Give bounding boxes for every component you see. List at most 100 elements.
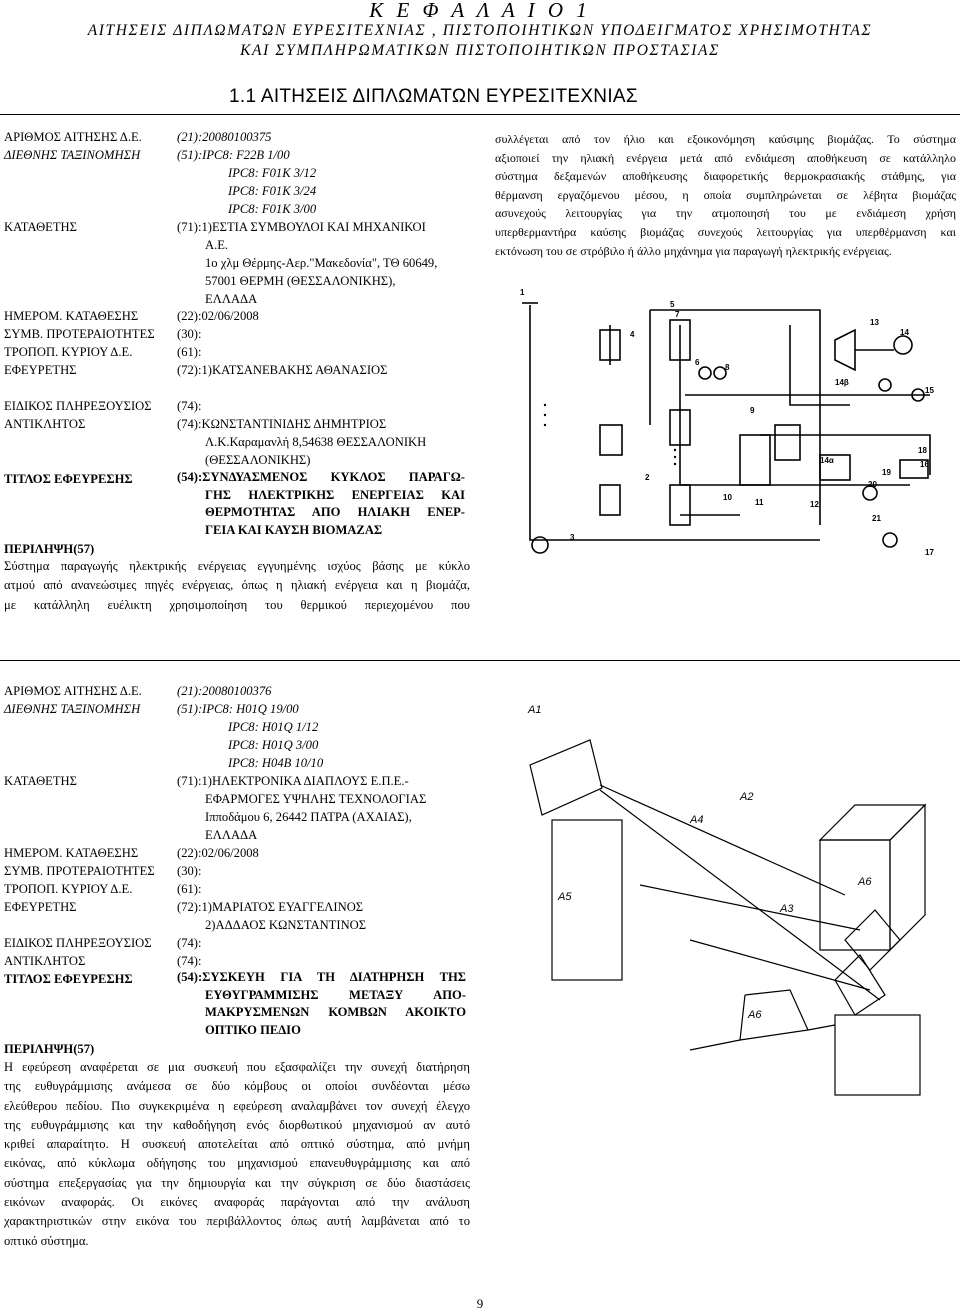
abstract-line: αξιοποιεί την ηλιακή ενέργεια μετά από ε… — [495, 150, 956, 165]
figure-label: A4 — [689, 814, 703, 826]
figure-label: A3 — [779, 903, 794, 915]
value-priority: (30): — [177, 864, 202, 878]
pipe — [760, 434, 931, 475]
abstract-line: Η εφεύρεση αναφέρεται σε μια συσκευή που… — [4, 1060, 470, 1074]
abstract-line: εικόνων αναφοράς. Οι εικόνες αναφοράς πα… — [4, 1195, 470, 1210]
label-inventor: ΕΦΕΥΡΕΤΗΣ — [4, 363, 77, 377]
title-line-2: ΓΗΣ ΗΛΕΚΤΡΙΚΗΣ ΕΝΕΡΓΕΙΑΣ ΚΑΙ — [205, 487, 465, 502]
value-priority: (30): — [177, 327, 202, 341]
title-line-2: ΕΥΘΥΓΡΑΜΜΙΣΗΣ ΜΕΤΑΞΥ ΑΠΟ- — [205, 987, 466, 1002]
node-box-right — [819, 839, 891, 951]
figure-label: 10 — [723, 493, 732, 502]
abstract-left-column: Σύστημα παραγωγής ηλεκτρικής ενέργειας ε… — [4, 557, 470, 615]
figure-label: 12 — [810, 500, 819, 509]
figure-label: A2 — [739, 791, 753, 803]
figure-label: 2 — [645, 473, 650, 482]
pump — [862, 485, 878, 501]
pump — [531, 536, 549, 554]
figure-label: 14α — [820, 456, 834, 465]
pipe — [789, 325, 850, 406]
label-inventor: ΕΦΕΥΡΕΤΗΣ — [4, 900, 77, 914]
abstract-line: ελεύθερου πεδίου. Πιο συγκεκριμένα η εφε… — [4, 1098, 470, 1113]
abstract-line: με κατάλληλη ευέλικτη χρησιμοποίηση του … — [4, 597, 470, 612]
figure-label: 16 — [920, 460, 929, 469]
title-line-3: ΜΑΚΡΥΣΜΕΝΩΝ ΚΟΜΒΩΝ ΑΚΟΙΚΤΟ — [205, 1005, 466, 1019]
optical-head-lower — [834, 954, 886, 1016]
value-contact: (74): — [177, 954, 202, 968]
abstract-right-column: συλλέγεται από τον ήλιο και εξοικονόμηση… — [495, 130, 956, 260]
value-applicant-3: Ιπποδάμου 6, 26442 ΠΑΤΡΑ (ΑΧΑΙΑΣ), — [205, 810, 412, 824]
figure-label: 5 — [670, 300, 675, 309]
node-box-right-side — [889, 803, 926, 952]
value-contact-2: Λ.Κ.Καραμανλή 8,54638 ΘΕΣΣΑΛΟΝΙΚΗ — [205, 435, 427, 449]
title-line-1: (54):ΣΥΣΚΕΥΗ ΓΙΑ ΤΗ ΔΙΑΤΗΡΗΣΗ ΤΗΣ — [177, 970, 466, 984]
value-ipc-3: IPC8: H01Q 3/00 — [228, 738, 319, 752]
abstract-line: Σύστημα παραγωγής ηλεκτρικής ενέργειας ε… — [4, 559, 470, 573]
abstract-line: υπερθερμαντήρα καύσης βιομάζας συνεχούς … — [495, 224, 956, 239]
abstract-line: σύστημα δεξαμενών αποθήκευσης διαφορετικ… — [495, 169, 956, 184]
page-number: 9 — [476, 1296, 484, 1311]
value-contact-1: (74):ΚΩΝΣΤΑΝΤΙΝΙΔΗΣ ΔΗΜΗΤΡΙΟΣ — [177, 417, 387, 431]
pump — [911, 388, 925, 402]
value-mod: (61): — [177, 882, 202, 896]
beam-line — [689, 939, 871, 991]
abstract-line: χαρακτηριστικών στην εικόνα του περιβάλλ… — [4, 1214, 470, 1229]
title-line-3: ΘΕΡΜΟΤΗΤΑΣ ΑΠΟ ΗΛΙΑΚΗ ΕΝΕΡ- — [205, 505, 465, 519]
figure-label: 21 — [872, 514, 881, 523]
beam-line — [599, 789, 881, 1001]
figure-label: 11 — [755, 498, 764, 507]
value-filing-date: (22):02/06/2008 — [177, 846, 259, 860]
generator — [893, 335, 913, 355]
label-intl-class: ΔΙΕΘΝΗΣ ΤΑΞΙΝΟΜΗΣΗ — [4, 702, 141, 716]
pump — [713, 366, 727, 380]
label-contact: ΑΝΤΙΚΛΗΤΟΣ — [4, 417, 86, 431]
abstract-line: εκτόνωση του σε στρόβιλο ή άλλο μηχάνημα… — [495, 243, 892, 258]
value-inventor-2: 2)ΑΔΔΑΟΣ ΚΩΝΣΤΑΝΤΙΝΟΣ — [205, 918, 367, 932]
value-applicant-2: ΕΦΑΡΜΟΓΕΣ ΥΨΗΛΗΣ ΤΕΧΝΟΛΟΓΙΑΣ — [205, 792, 427, 806]
abstract-line: οπτικό σύστημα. — [4, 1233, 89, 1248]
value-ipc-4: IPC8: H04B 10/10 — [228, 756, 324, 770]
storage-tank — [669, 409, 691, 446]
value-applicant-4: ΕΛΛΑΔΑ — [205, 828, 258, 842]
value-applicant-4: 57001 ΘΕΡΜΗ (ΘΕΣΣΑΛΟΝΙΚΗΣ), — [205, 274, 396, 288]
pump — [698, 366, 712, 380]
label-abstract: ΠΕΡΙΛΗΨΗ(57) — [4, 1042, 95, 1056]
tank-14a — [739, 434, 771, 486]
value-ipc-1: (51):IPC8: F22B 1/00 — [177, 148, 290, 162]
figure-label: A6 — [747, 1009, 762, 1021]
figure-label: 8 — [725, 363, 730, 372]
value-applicant-5: ΕΛΛΑΔΑ — [205, 292, 258, 306]
figure-label: 1 — [520, 288, 525, 297]
turbine — [834, 328, 856, 372]
label-title: ΤΙΤΛΟΣ ΕΦΕΥΡΕΣΗΣ — [4, 472, 133, 486]
pump — [878, 378, 892, 392]
value-filing-date: (22):02/06/2008 — [177, 309, 259, 323]
value-ipc-3: IPC8: F01K 3/24 — [228, 184, 317, 198]
header-rule — [0, 114, 960, 115]
value-contact-3: (ΘΕΣΣΑΛΟΝΙΚΗΣ) — [205, 453, 311, 467]
label-filing-date: ΗΜΕΡΟΜ. ΚΑΤΑΘΕΣΗΣ — [4, 309, 139, 323]
beam-line — [599, 784, 846, 896]
title-line-4: ΓΕΙΑ ΚΑΙ ΚΑΥΣΗ ΒΙΟΜΑΖΑΣ — [205, 522, 383, 537]
abstract-line: θέρμανση εργαζόμενου μέσου, η οποία συμπ… — [495, 187, 956, 202]
chapter-subtitle-line-1: ΑΙΤΗΣΕΙΣ ΔΙΠΛΩΜΑΤΩΝ ΕΥΡΕΣΙΤΕΧΝΙΑΣ , ΠΙΣΤ… — [87, 22, 873, 39]
label-filing-date: ΗΜΕΡΟΜ. ΚΑΤΑΘΕΣΗΣ — [4, 846, 139, 860]
figure-label: A1 — [527, 704, 541, 716]
heat-exchanger — [599, 329, 621, 361]
boiler — [774, 424, 801, 461]
optical-head-left — [529, 739, 603, 816]
value-ipc-4: IPC8: F01K 3/00 — [228, 202, 317, 216]
figure-label: 13 — [870, 318, 879, 327]
pump — [882, 532, 898, 548]
chapter-heading: Κ Ε Φ Α Λ Α Ι Ο 1 — [369, 0, 591, 22]
node-box-left — [551, 819, 623, 981]
value-agent: (74): — [177, 936, 202, 950]
label-priority: ΣΥΜΒ. ΠΡΟΤΕΡΑΙΟΤΗΤΕΣ — [4, 864, 155, 878]
value-agent: (74): — [177, 399, 202, 413]
section-heading: 1.1 ΑΙΤΗΣΕΙΣ ΔΙΠΛΩΜΑΤΩΝ ΕΥΡΕΣΙΤΕΧΝΙΑΣ — [229, 86, 638, 107]
heat-exchanger — [599, 484, 621, 516]
value-ipc-1: (51):IPC8: H01Q 19/00 — [177, 702, 299, 716]
label-mod: ΤΡΟΠΟΠ. ΚΥΡΙΟΥ Δ.Ε. — [4, 345, 133, 359]
